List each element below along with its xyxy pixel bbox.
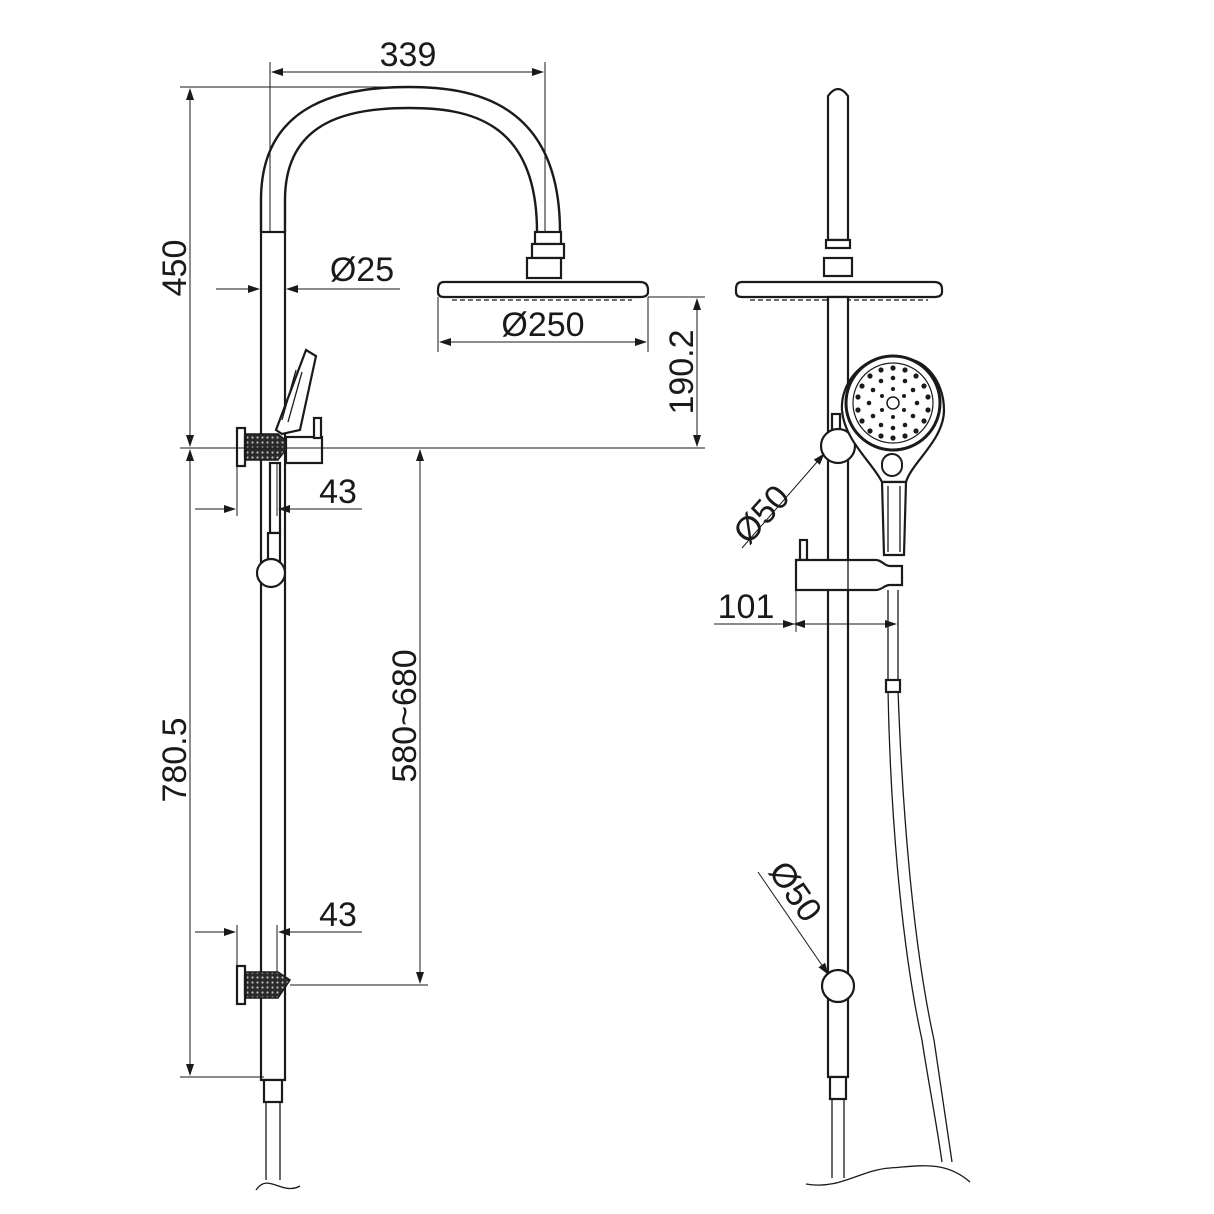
side-view-dimensions: Ø50 101 Ø50: [714, 453, 899, 975]
spray-nozzles: [855, 365, 931, 441]
side-view: [734, 87, 971, 1186]
front-rain-head: [436, 280, 650, 299]
front-lower-wall-plate: [235, 964, 247, 1006]
dim-arm-height: 450: [156, 240, 194, 297]
handheld-mode-button: [881, 453, 903, 477]
side-shower-hose: [887, 590, 943, 1163]
dim-pipe-diameter: Ø25: [330, 251, 394, 289]
side-lower-fitting-knob: [820, 968, 856, 1004]
dim-head-drop: 190.2: [663, 329, 701, 414]
front-view-dimensions: 339 450 Ø25 Ø250 190.2 43 780.5 580~680: [156, 36, 705, 1078]
front-handset-holder: [284, 435, 324, 465]
dim-holder-projection: 101: [718, 588, 775, 626]
dim-top-width: 339: [380, 36, 437, 74]
side-handheld-shower: [840, 354, 946, 557]
dim-rail-length: 780.5: [156, 717, 194, 802]
front-upper-knurled-bracket: [245, 433, 292, 461]
dim-bracket-spacing: 580~680: [386, 649, 424, 782]
dim-handset-holder-diameter: Ø50: [726, 478, 797, 551]
front-arm-connector: [533, 230, 563, 246]
side-upper-holder-knob: [819, 427, 857, 465]
side-rain-head: [734, 280, 944, 299]
side-top-pipe: [826, 87, 850, 242]
front-bottom-fitting: [262, 1078, 284, 1104]
front-lower-knurled-bracket: [245, 971, 292, 999]
front-slider-knob: [255, 557, 287, 589]
front-upper-wall-plate: [235, 426, 247, 468]
side-floor-curve: [805, 1165, 971, 1186]
dim-lower-bracket-offset: 43: [319, 896, 357, 934]
front-vertical-rail: [259, 230, 287, 1082]
side-slider-holder: [794, 558, 904, 592]
dim-head-diameter: Ø250: [501, 306, 584, 344]
front-view: [235, 85, 650, 1191]
dim-upper-bracket-offset: 43: [319, 473, 357, 511]
